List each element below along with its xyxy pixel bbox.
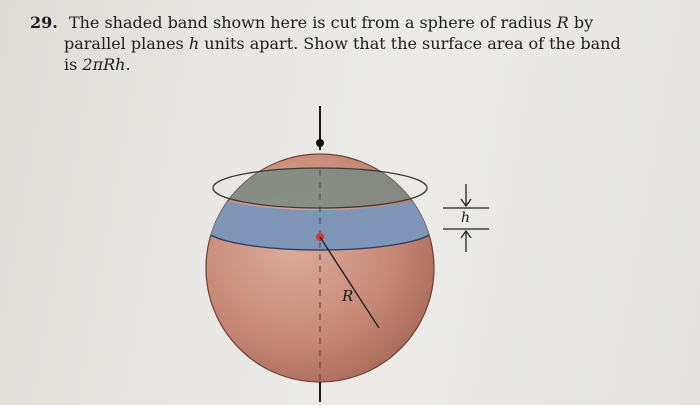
h-label: h	[461, 210, 471, 226]
problem-line-1: 29. The shaded band shown here is cut fr…	[30, 13, 594, 32]
radius-label: R	[342, 287, 354, 305]
problem-text: 29. The shaded band shown here is cut fr…	[30, 12, 680, 75]
problem-line-3: is 2πRh.	[64, 55, 131, 74]
north-pole-dot	[316, 139, 324, 147]
problem-number: 29.	[30, 13, 58, 32]
problem-line-2: parallel planes h units apart. Show that…	[64, 34, 621, 53]
radius-line	[319, 236, 380, 329]
